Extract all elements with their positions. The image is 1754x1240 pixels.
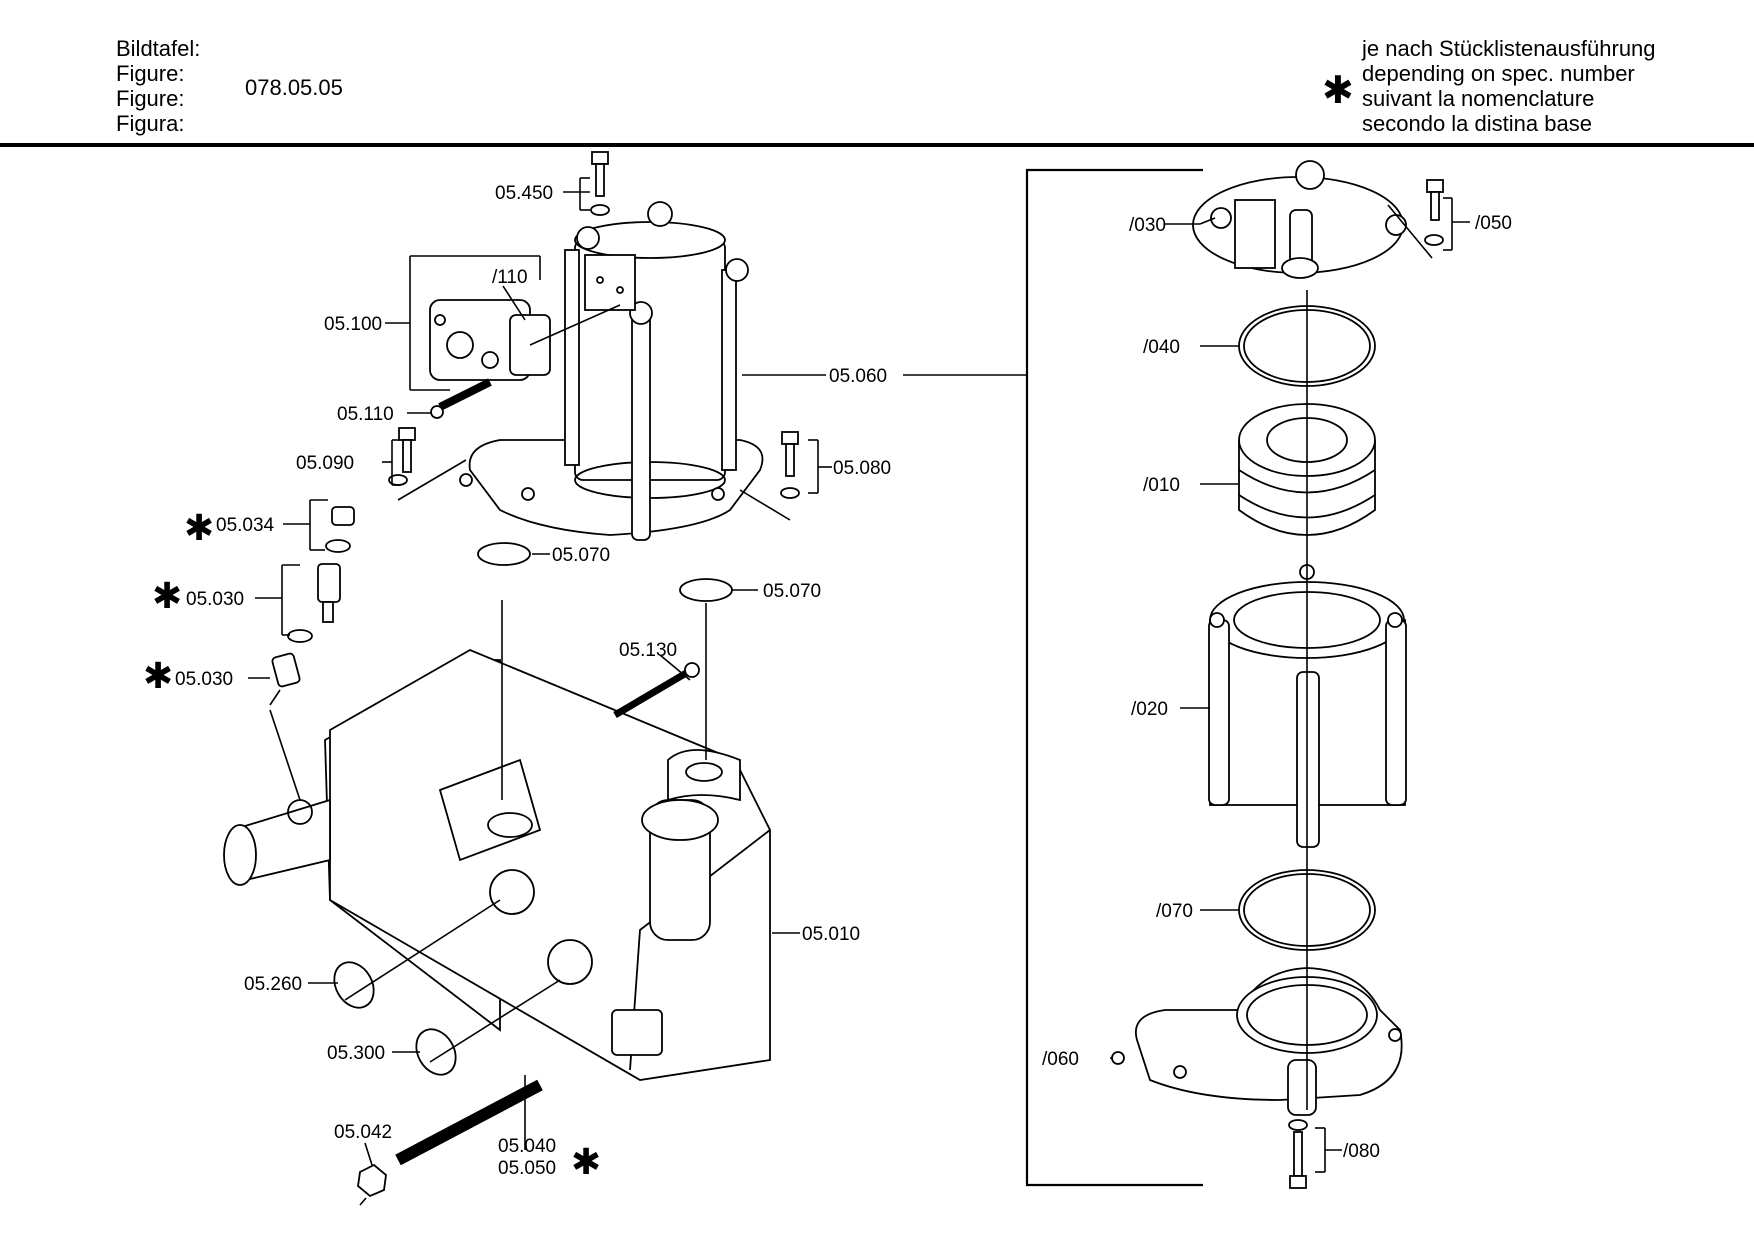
screw-part <box>430 378 492 419</box>
o-ring-part <box>477 542 531 566</box>
label-figure-fr: Figure: <box>116 86 185 111</box>
spec-note-star-icon: ✱ <box>1322 70 1354 112</box>
label-bildtafel: Bildtafel: <box>116 36 201 61</box>
callout-05040: 05.040 <box>498 1136 556 1157</box>
callout-05050: 05.050 <box>498 1158 556 1179</box>
callout-05050-star-icon: ✱ <box>571 1141 601 1182</box>
bolt-part <box>590 151 610 216</box>
bolt-head-icon <box>684 662 700 678</box>
callout-080: /080 <box>1343 1141 1380 1162</box>
label-figura: Figura: <box>116 111 185 136</box>
plug-part <box>325 506 355 553</box>
bolt-part <box>1424 179 1444 246</box>
leader-lines <box>1110 197 1470 1173</box>
header-labels: Bildtafel: Figure: Figure: Figura: <box>116 36 200 136</box>
callout-05010: 05.010 <box>802 924 860 945</box>
callout-070: /070 <box>1156 901 1193 922</box>
cooler-body-part <box>223 648 771 1081</box>
spec-note: je nach Stücklistenausführung depending … <box>1362 36 1656 136</box>
callout-05260: 05.260 <box>244 974 302 995</box>
callout-05130: 05.130 <box>619 640 677 661</box>
label-figure-en: Figure: <box>116 61 185 86</box>
callout-05080: 05.080 <box>833 458 891 479</box>
callout-05450: 05.450 <box>495 183 553 204</box>
bolt-part <box>1288 1119 1308 1189</box>
spec-note-fr: suivant la nomenclature <box>1362 86 1595 111</box>
callout-05042: 05.042 <box>334 1122 392 1143</box>
callout-05034-star-icon: ✱ <box>184 507 214 548</box>
callout-05070-b: 05.070 <box>763 581 821 602</box>
nut-part <box>357 1163 387 1198</box>
callout-040: /040 <box>1143 337 1180 358</box>
o-ring-part <box>415 1028 457 1076</box>
callout-020: /020 <box>1131 699 1168 720</box>
housing-base-part <box>1111 967 1403 1116</box>
callout-060: /060 <box>1042 1049 1079 1070</box>
o-ring-part <box>333 961 375 1009</box>
exploded-view-bracket <box>1025 168 1203 1187</box>
cover-part <box>1192 160 1407 279</box>
leader-lines <box>248 177 832 1206</box>
callout-05090: 05.090 <box>296 453 354 474</box>
filter-housing-part <box>459 201 764 541</box>
bolt-part <box>780 431 800 499</box>
part-callouts: 05.450 /110 05.100 05.110 05.090 05.060 … <box>143 183 1512 1182</box>
bolt-part <box>388 427 416 486</box>
sensor-part <box>287 563 341 643</box>
callout-050: /050 <box>1475 213 1512 234</box>
callout-05030-a-star-icon: ✱ <box>152 575 182 616</box>
spec-note-it: secondo la distina base <box>1362 111 1592 136</box>
callout-05034: 05.034 <box>216 515 275 536</box>
callout-05030-b: 05.030 <box>175 669 233 690</box>
callout-030: /030 <box>1129 215 1166 236</box>
callout-05030-b-star-icon: ✱ <box>143 655 173 696</box>
spec-note-de: je nach Stücklistenausführung <box>1362 36 1656 61</box>
long-bolt-part <box>613 668 690 719</box>
sensor-part <box>269 652 301 706</box>
callout-05300: 05.300 <box>327 1043 385 1064</box>
valve-block-part <box>429 299 621 381</box>
callout-05110: 05.110 <box>337 404 394 425</box>
callout-05060: 05.060 <box>829 366 887 387</box>
stud-part <box>395 1079 543 1166</box>
o-ring-part <box>679 578 733 602</box>
callout-05030-a: 05.030 <box>186 589 244 610</box>
header-rule <box>0 143 1754 147</box>
callout-05070-a: 05.070 <box>552 545 610 566</box>
callout-010: /010 <box>1143 475 1180 496</box>
figure-number: 078.05.05 <box>245 75 343 100</box>
callout-110: /110 <box>492 267 528 288</box>
spec-note-en: depending on spec. number <box>1362 61 1635 86</box>
callout-05100: 05.100 <box>324 314 382 335</box>
